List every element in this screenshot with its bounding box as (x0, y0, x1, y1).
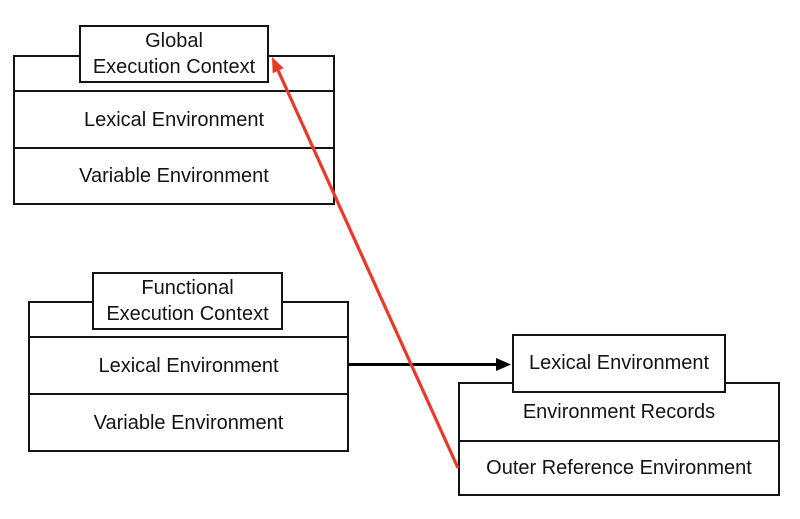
functional-variable-environment-row: Variable Environment (30, 393, 347, 450)
global-context-title-line2: Execution Context (92, 56, 256, 78)
black-arrow-head-icon (496, 358, 511, 371)
global-context-title-box: Global Execution Context (79, 25, 269, 83)
environment-records-row: Environment Records (522, 401, 716, 423)
functional-context-title-box: Functional Execution Context (92, 272, 283, 330)
outer-reference-environment-row: Outer Reference Environment (460, 440, 778, 494)
functional-context-title-line1: Functional (141, 276, 234, 299)
global-variable-environment-row: Variable Environment (15, 147, 333, 203)
lexical-detail-box: Environment Records Outer Reference Envi… (458, 382, 780, 496)
global-lexical-environment-row: Lexical Environment (15, 90, 333, 147)
functional-context-title-line2: Execution Context (106, 303, 269, 325)
functional-lexical-environment-row: Lexical Environment (30, 336, 347, 393)
lexical-detail-title-box: Lexical Environment (512, 334, 726, 393)
black-arrow (349, 358, 511, 371)
global-context-title-line1: Global (145, 29, 203, 52)
lexical-detail-title: Lexical Environment (528, 352, 710, 375)
